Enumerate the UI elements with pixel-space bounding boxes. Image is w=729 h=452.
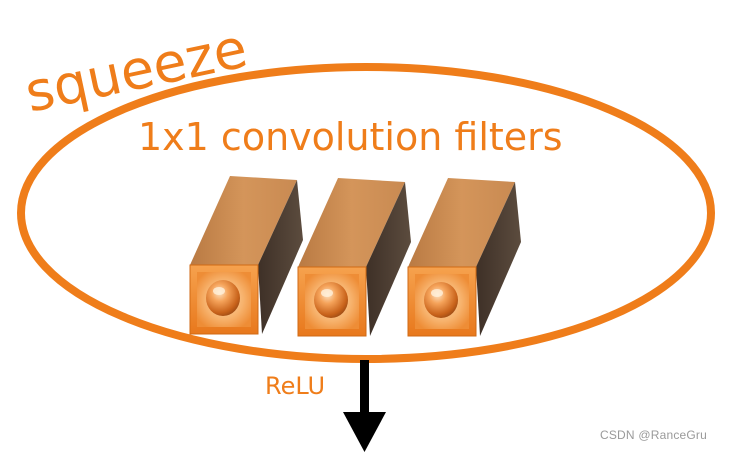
filter-cube-top: [298, 178, 405, 267]
filter-cube-1: [189, 176, 303, 335]
filter-cube-dome: [314, 282, 348, 318]
watermark: CSDN @RanceGru: [599, 428, 707, 442]
squeeze-ellipse: [17, 63, 715, 363]
filter-cube-dome: [206, 280, 240, 316]
filter-cube-dome-highlight: [213, 287, 225, 295]
filter-cube-dome-highlight: [431, 289, 443, 297]
squeeze-label: squeeze: [20, 16, 253, 124]
filter-cube-side: [476, 182, 521, 336]
filter-cube-side: [366, 182, 411, 336]
filter-cube-top: [408, 178, 515, 267]
filter-cube-top: [190, 176, 297, 265]
filter-cube-dome: [424, 282, 458, 318]
filter-cube-side: [258, 180, 303, 334]
filter-cube-2: [297, 178, 411, 337]
filters-label: 1x1 convolution filters: [138, 115, 563, 159]
relu-label: ReLU: [265, 372, 325, 400]
filter-cube-3: [407, 178, 521, 337]
filter-cube-dome-highlight: [321, 289, 333, 297]
down-arrow-icon: [343, 360, 386, 452]
